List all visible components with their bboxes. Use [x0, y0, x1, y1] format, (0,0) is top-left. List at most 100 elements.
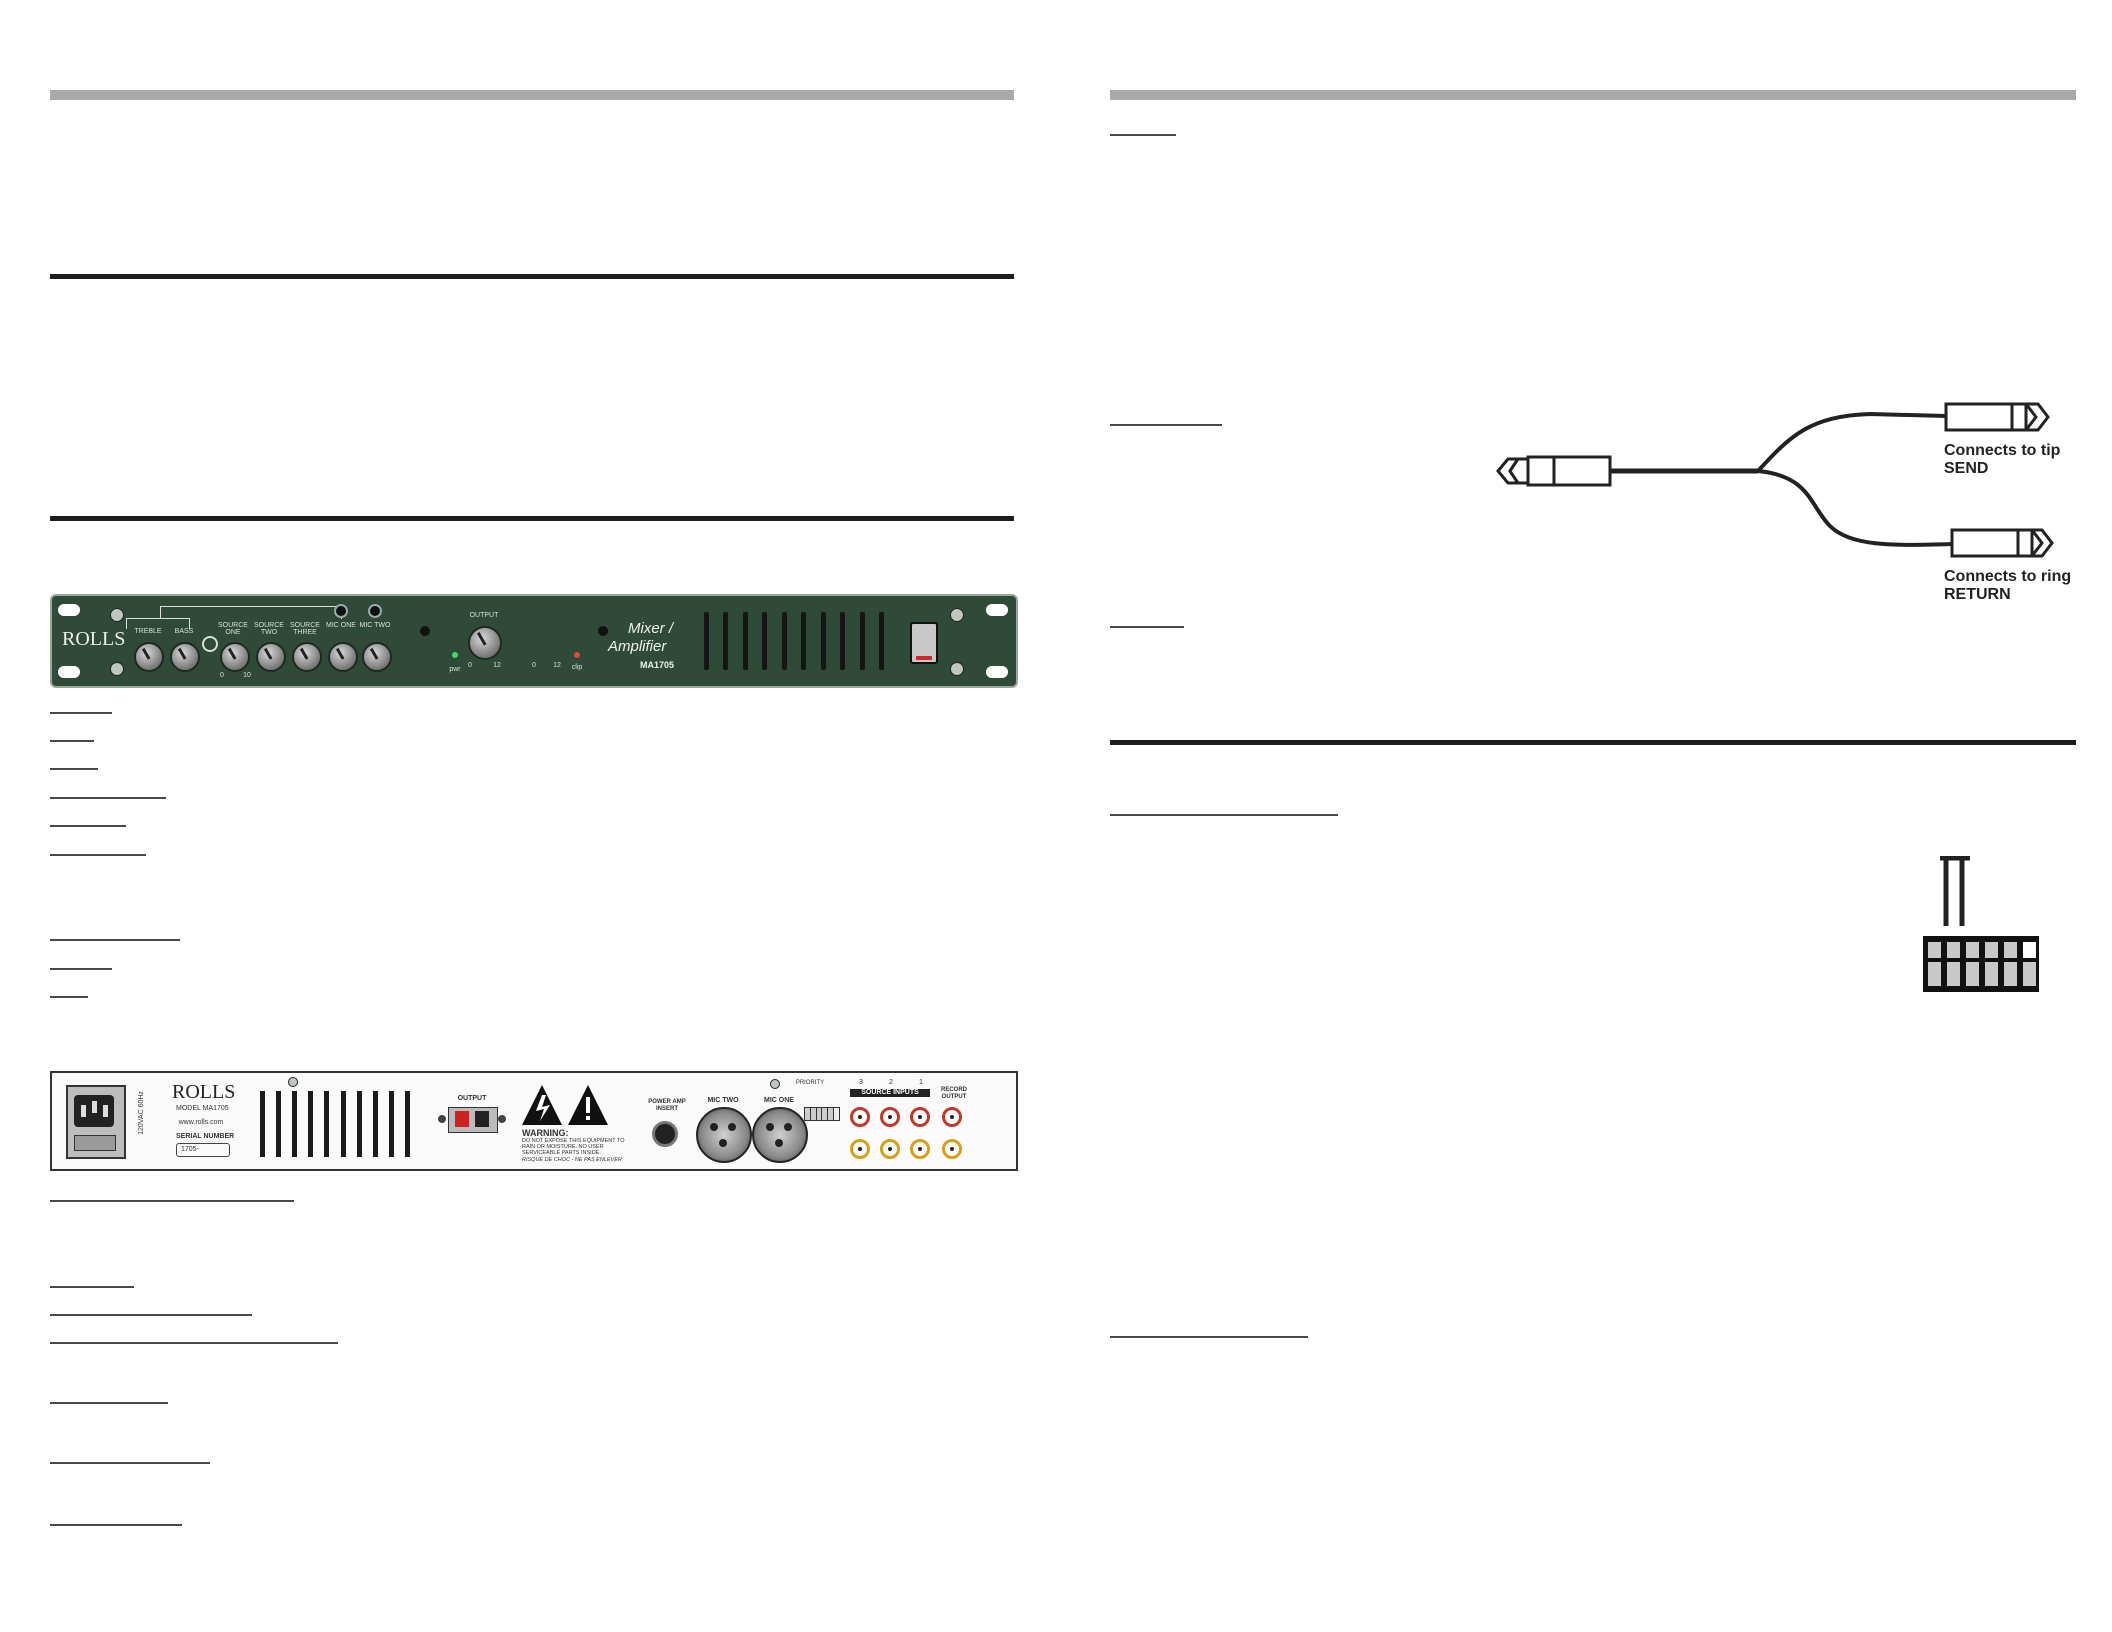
source-one-knob[interactable]: [220, 642, 250, 672]
rack-slot: [58, 604, 80, 616]
front-panel-image: ROLLS TREBLE BASS SOURCE ONE SOURCE TWO …: [50, 594, 1018, 688]
mic-two-knob[interactable]: [362, 642, 392, 672]
output-scale-zero: 0: [468, 662, 472, 669]
rear-model: MODEL MA1705: [176, 1105, 229, 1112]
rear-brand-logo: ROLLS: [172, 1081, 236, 1103]
rca-jack-red[interactable]: [880, 1107, 900, 1127]
priority-label: PRIORITY: [795, 1080, 825, 1086]
meter-twelve: 12: [553, 662, 561, 669]
rack-slot: [986, 666, 1008, 678]
power-spec: 120VAC 60Hz: [138, 1091, 145, 1135]
panel-screw: [950, 608, 964, 622]
label-underline: [50, 1286, 134, 1288]
bass-knob[interactable]: [170, 642, 200, 672]
output-knob[interactable]: [468, 626, 502, 660]
dip-switch-diagram: [1923, 856, 2039, 992]
brand-logo: ROLLS: [62, 628, 126, 650]
mic-one-rear-label: MIC ONE: [764, 1097, 794, 1104]
mic-one-xlr[interactable]: [752, 1107, 808, 1163]
mic-one-label: MIC ONE: [326, 622, 356, 629]
mic-one-knob[interactable]: [328, 642, 358, 672]
model-number: MA1705: [640, 660, 675, 670]
rear-vents: [260, 1091, 410, 1157]
right-header-bar: [1110, 90, 2076, 100]
label-underline: [50, 1402, 168, 1404]
terminal-screw: [438, 1115, 446, 1123]
pwr-label: pwr: [449, 666, 461, 673]
mic-two-switch[interactable]: [368, 604, 382, 618]
right-section-rule: [1110, 740, 2076, 745]
priority-dip-switch[interactable]: [804, 1107, 840, 1121]
label-underline: [50, 968, 112, 970]
rca-jack-yellow[interactable]: [942, 1139, 962, 1159]
treble-knob[interactable]: [134, 642, 164, 672]
indicator-dot: [420, 626, 430, 636]
clip-label: clip: [571, 664, 583, 671]
insert-cable-diagram: [1496, 402, 2054, 558]
scale-ten: 10: [243, 672, 251, 679]
power-inlet: [66, 1085, 126, 1159]
label-underline: [1110, 814, 1338, 816]
tip-label-line1: Connects to tip: [1944, 442, 2061, 459]
output-label: OUTPUT: [469, 612, 499, 619]
panel-screw: [950, 662, 964, 676]
insert-jack[interactable]: [652, 1121, 678, 1147]
input-number-1: 1: [919, 1079, 923, 1086]
left-header-bar: [50, 90, 1014, 100]
label-underline: [1110, 1336, 1308, 1338]
serial-box: 1705-: [176, 1143, 230, 1157]
meter-zero: 0: [532, 662, 536, 669]
rca-jack-red[interactable]: [942, 1107, 962, 1127]
rca-jack-yellow[interactable]: [850, 1139, 870, 1159]
input-number-3: 3: [859, 1079, 863, 1086]
label-underline: [50, 1342, 338, 1344]
source-three-label: SOURCE THREE: [290, 622, 320, 636]
pwr-led: [452, 652, 458, 658]
label-underline: [1110, 134, 1176, 136]
power-switch[interactable]: [910, 622, 938, 664]
warning-title: WARNING:: [522, 1128, 569, 1138]
label-underline: [50, 1462, 210, 1464]
model-title-1: Mixer /: [628, 620, 673, 637]
phantom-button[interactable]: [202, 636, 218, 652]
rca-jack-red[interactable]: [910, 1107, 930, 1127]
source-three-knob[interactable]: [292, 642, 322, 672]
label-underline: [50, 996, 88, 998]
label-underline: [1110, 626, 1184, 628]
warning-french: RISQUE DE CHOC - NE PAS ENLEVER: [522, 1157, 622, 1163]
left-section-rule-2: [50, 516, 1014, 521]
rca-jack-yellow[interactable]: [910, 1139, 930, 1159]
shock-warning-icon: [522, 1085, 608, 1125]
source-bracket: [160, 606, 342, 619]
mic-two-rear-label: MIC TWO: [707, 1097, 739, 1104]
output-terminal-label: OUTPUT: [457, 1095, 487, 1102]
rear-website: www.rolls.com: [178, 1119, 224, 1126]
ring-label-line2: RETURN: [1944, 586, 2011, 603]
panel-screw: [110, 662, 124, 676]
rack-slot: [58, 666, 80, 678]
warning-text: DO NOT EXPOSE THIS EQUIPMENT TO RAIN OR …: [522, 1138, 625, 1156]
treble-label: TREBLE: [134, 628, 162, 635]
rca-jack-yellow[interactable]: [880, 1139, 900, 1159]
label-underline: [50, 1524, 182, 1526]
tone-bracket: [126, 618, 190, 629]
front-vents: [704, 612, 884, 670]
left-section-rule-1: [50, 274, 1014, 279]
rca-jack-red[interactable]: [850, 1107, 870, 1127]
label-underline: [50, 1314, 252, 1316]
output-scale-twelve: 12: [493, 662, 501, 669]
label-underline: [50, 854, 146, 856]
rear-screw: [288, 1077, 298, 1087]
rear-screw: [770, 1079, 780, 1089]
tip-label-line2: SEND: [1944, 460, 1989, 477]
mic-two-xlr[interactable]: [696, 1107, 752, 1163]
source-two-label: SOURCE TWO: [254, 622, 284, 636]
speaker-terminals: [448, 1107, 498, 1133]
label-underline: [50, 712, 112, 714]
label-underline: [1110, 424, 1222, 426]
model-title-2: Amplifier: [608, 638, 667, 655]
label-underline: [50, 825, 126, 827]
mic-one-switch[interactable]: [334, 604, 348, 618]
source-two-knob[interactable]: [256, 642, 286, 672]
rack-slot: [986, 604, 1008, 616]
